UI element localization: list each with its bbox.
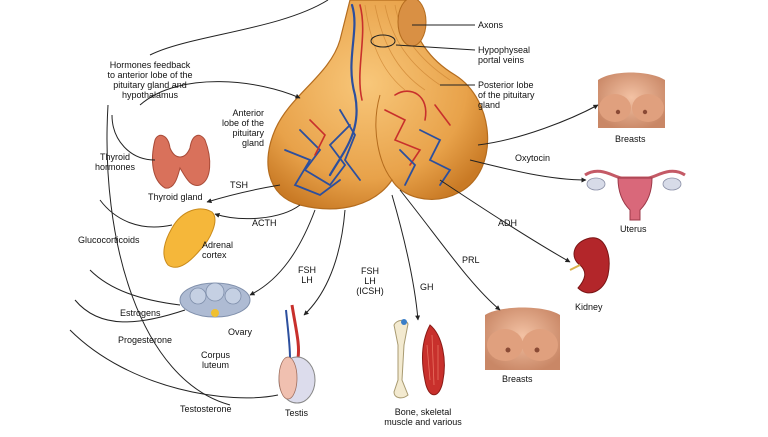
breasts-lower-image bbox=[485, 307, 560, 370]
label-fsh-lh-icsh: FSH LH (ICSH) bbox=[356, 266, 384, 296]
label-breasts-upper: Breasts bbox=[615, 134, 646, 144]
label-gh: GH bbox=[420, 282, 434, 292]
ovary-image bbox=[179, 282, 251, 318]
label-prl: PRL bbox=[462, 255, 480, 265]
label-adrenal-cortex: Adrenal cortex bbox=[202, 240, 234, 260]
breasts-upper-image bbox=[598, 72, 665, 128]
label-adh: ADH bbox=[498, 218, 518, 228]
testis-image bbox=[278, 304, 316, 404]
pituitary-gland bbox=[267, 0, 489, 210]
label-testosterone: Testosterone bbox=[180, 404, 232, 414]
label-uterus: Uterus bbox=[620, 224, 647, 234]
label-kidney: Kidney bbox=[575, 302, 603, 312]
uterus-image bbox=[584, 169, 686, 221]
label-thyroid-hormones: Thyroid hormones bbox=[94, 152, 136, 172]
label-anterior-lobe: Anterior lobe of the pituitary gland bbox=[221, 108, 264, 148]
label-thyroid-gland: Thyroid gland bbox=[148, 192, 203, 202]
label-bone-skeletal-muscle: Bone, skeletal muscle and various bbox=[384, 407, 462, 427]
label-corpus-luteum: Corpus luteum bbox=[200, 350, 230, 370]
label-ovary: Ovary bbox=[228, 327, 253, 337]
label-hypophyseal-portal-veins: Hypophyseal portal veins bbox=[478, 45, 531, 65]
label-oxytocin: Oxytocin bbox=[515, 153, 551, 163]
label-axons: Axons bbox=[478, 20, 504, 30]
label-hormones-feedback: Hormones feedback to anterior lobe of th… bbox=[107, 60, 193, 100]
label-tsh: TSH bbox=[230, 180, 248, 190]
label-fsh-lh: FSH LH bbox=[298, 265, 316, 285]
kidney-image bbox=[569, 237, 610, 294]
label-glucocorticoids: Glucocorticoids bbox=[78, 235, 140, 245]
label-acth: ACTH bbox=[252, 218, 277, 228]
adrenal-cortex-image bbox=[163, 208, 216, 268]
skeletal-muscle-image bbox=[422, 324, 445, 396]
label-estrogens: Estrogens bbox=[120, 308, 161, 318]
label-breasts-lower: Breasts bbox=[502, 374, 533, 384]
label-testis: Testis bbox=[285, 408, 309, 418]
label-progesterone: Progesterone bbox=[118, 335, 173, 345]
bone-image bbox=[393, 319, 409, 399]
connector-lines bbox=[69, 0, 599, 406]
label-posterior-lobe: Posterior lobe of the pituitary gland bbox=[478, 80, 535, 110]
thyroid-gland-image bbox=[152, 134, 211, 189]
